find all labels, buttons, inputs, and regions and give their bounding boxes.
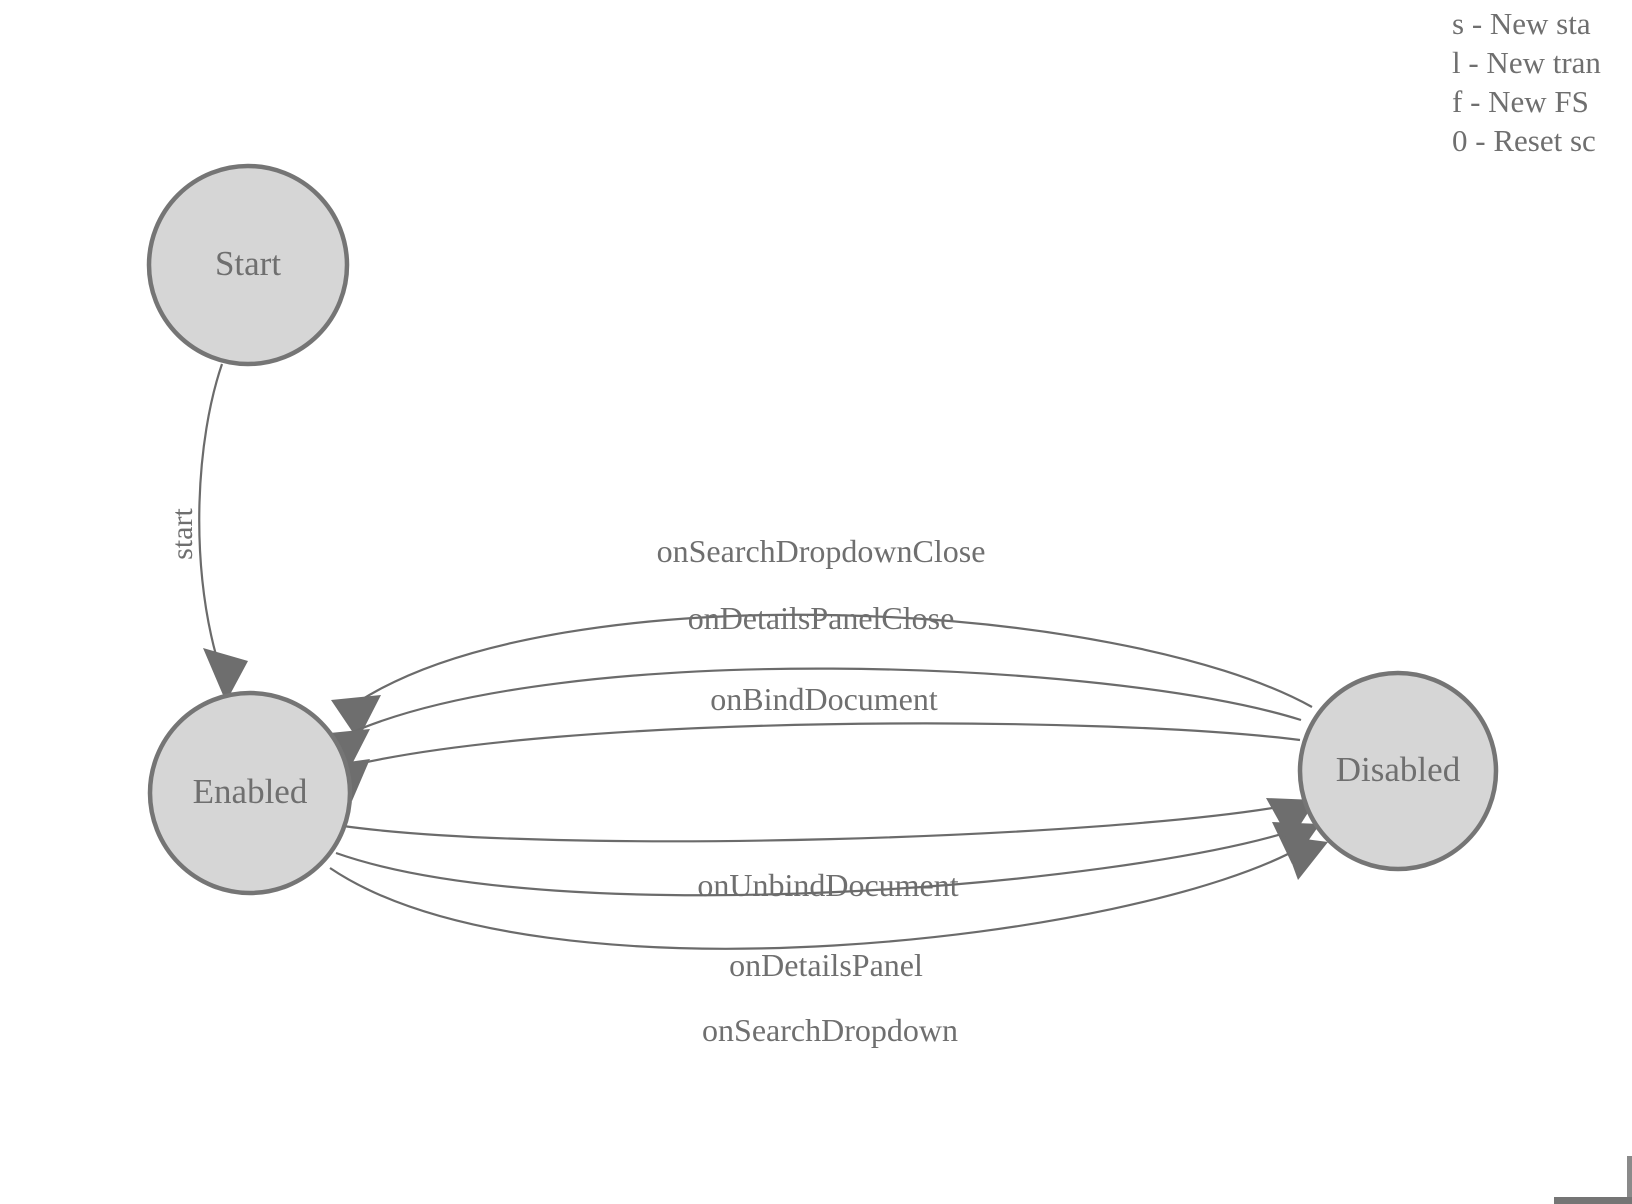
state-node-disabled-circle[interactable]	[1297, 670, 1499, 872]
transition-on-details-panel-path	[335, 828, 1296, 897]
transition-start-arrowhead	[203, 648, 248, 702]
transition-on-bind-document-label: onBindDocument	[710, 681, 938, 717]
transition-on-search-dropdown-label: onSearchDropdown	[702, 1012, 958, 1048]
transition-on-search-dropdown-path	[329, 845, 1304, 950]
transition-on-details-panel-close-label: onDetailsPanelClose	[688, 600, 955, 636]
help-line-new-state: s - New sta	[1452, 6, 1591, 41]
state-node-start-label: Start	[215, 244, 281, 283]
transition-on-search-dropdown-close[interactable]: onSearchDropdownClose	[331, 533, 1313, 740]
transition-on-unbind-document-path	[342, 803, 1291, 843]
transition-on-search-dropdown-close-arrowhead	[331, 695, 381, 740]
state-node-enabled[interactable]: Enabled	[147, 690, 353, 896]
horizontal-scrollbar-thumb[interactable]	[1554, 1197, 1632, 1204]
state-node-enabled-circle[interactable]	[147, 690, 353, 896]
transition-on-search-dropdown-close-path	[357, 613, 1313, 708]
help-line-new-transition: l - New tran	[1452, 45, 1601, 80]
help-line-new-fsm: f - New FS	[1452, 84, 1589, 119]
state-node-enabled-label: Enabled	[193, 772, 308, 811]
transition-on-search-dropdown[interactable]: onSearchDropdown	[329, 836, 1328, 1048]
scrollbar-corner[interactable]	[1554, 1156, 1632, 1204]
transition-on-search-dropdown-close-label: onSearchDropdownClose	[657, 533, 986, 569]
transition-on-unbind-document-arrowhead	[1266, 798, 1316, 841]
transition-on-bind-document-path	[344, 722, 1301, 769]
transition-start-label: start	[166, 508, 199, 560]
transition-on-details-panel-close[interactable]: onDetailsPanelClose	[320, 600, 1302, 772]
transition-on-unbind-document-label: onUnbindDocument	[697, 867, 958, 903]
state-node-start-circle[interactable]	[146, 163, 350, 367]
transition-on-unbind-document[interactable]: onUnbindDocument	[342, 798, 1316, 903]
transition-on-search-dropdown-arrowhead	[1282, 836, 1328, 880]
vertical-scrollbar-thumb[interactable]	[1627, 1156, 1632, 1204]
transition-start-path	[198, 363, 224, 656]
transition-on-details-panel-close-path	[345, 667, 1302, 737]
transition-start[interactable]: start	[166, 363, 248, 702]
state-node-disabled[interactable]: Disabled	[1297, 670, 1499, 872]
transition-on-details-panel-label: onDetailsPanel	[729, 947, 923, 983]
state-node-disabled-label: Disabled	[1336, 750, 1461, 789]
state-node-start[interactable]: Start	[146, 163, 350, 367]
help-shortcuts-panel: s - New sta l - New tran f - New FS 0 - …	[1424, 0, 1632, 160]
help-line-reset: 0 - Reset sc	[1452, 123, 1596, 158]
